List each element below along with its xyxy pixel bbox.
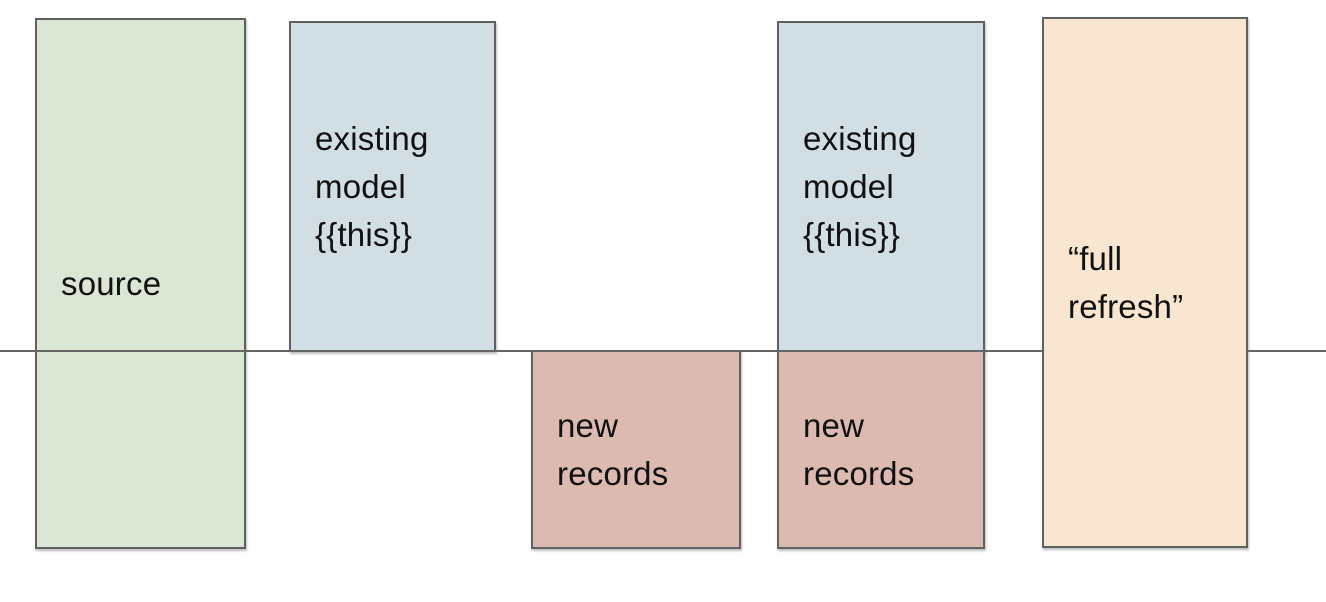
existing-model-box-2-label: existing model {{this}} [803,119,917,253]
new-records-box-2-label: new records [803,406,915,492]
existing-model-box-1-label: existing model {{this}} [315,119,429,253]
existing-model-box-2: existing model {{this}} [777,21,985,352]
new-records-box-2: new records [777,350,985,549]
new-records-box-1: new records [531,350,741,549]
timeline-divider-line [0,350,1326,352]
existing-model-box-1: existing model {{this}} [289,21,496,352]
source-box: source [35,18,246,549]
new-records-box-1-label: new records [557,406,669,492]
source-box-label: source [61,264,162,302]
full-refresh-box-label: “full refresh” [1068,239,1184,325]
full-refresh-box: “full refresh” [1042,17,1248,548]
